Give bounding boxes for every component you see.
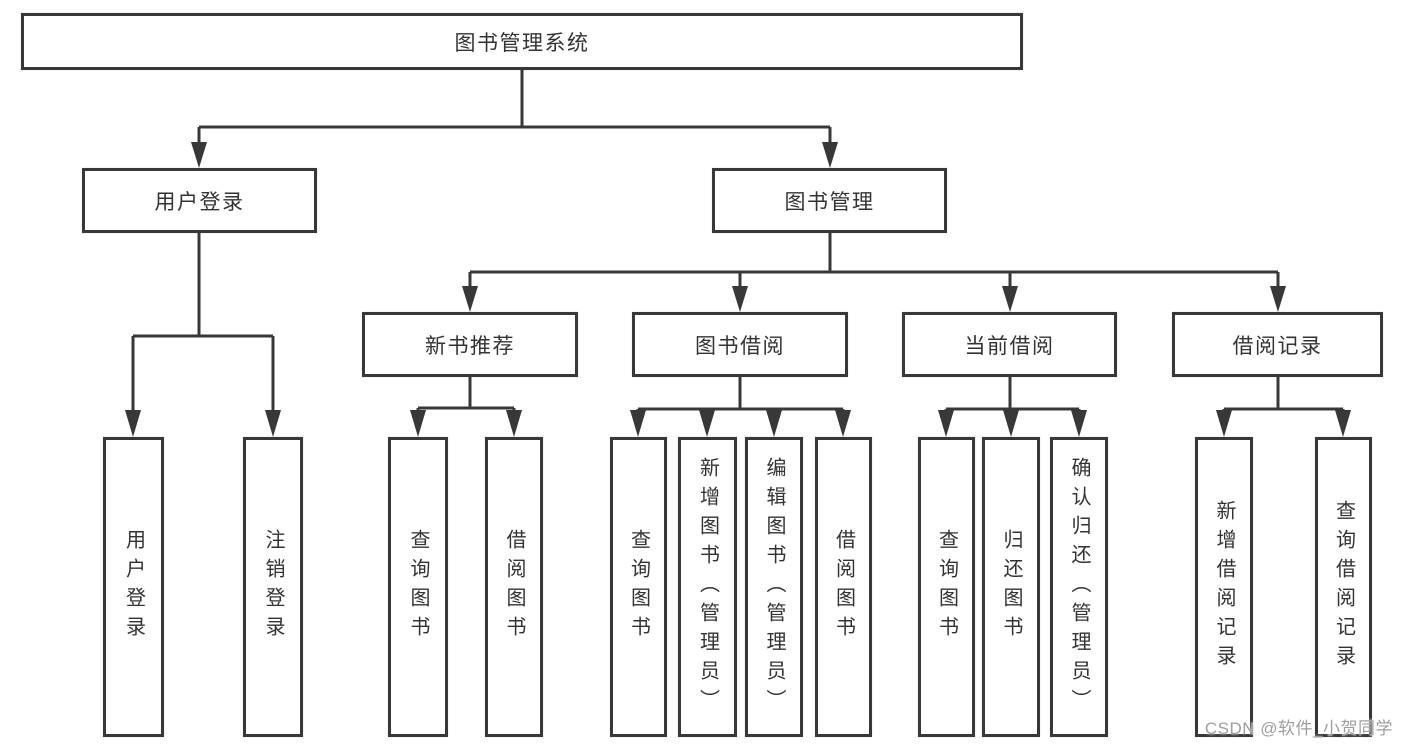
node-book-borrow: 图书借阅 xyxy=(632,312,848,377)
node-new-book-recommend: 新书推荐 xyxy=(362,312,578,377)
node-current-borrow: 当前借阅 xyxy=(902,312,1117,377)
leaf-records-query-record: 查询借阅记录 xyxy=(1315,437,1372,737)
leaf-recommend-query-books: 查询图书 xyxy=(388,437,448,737)
connector-newbook-to-leaves xyxy=(416,377,516,414)
arrow-heads xyxy=(125,142,1351,437)
leaf-current-confirm-return-admin: 确认归还（管理员） xyxy=(1050,437,1108,737)
leaf-user-login: 用户登录 xyxy=(103,437,164,737)
node-borrow-records: 借阅记录 xyxy=(1172,312,1383,377)
leaf-borrow-edit-books-admin: 编辑图书（管理员） xyxy=(745,437,803,737)
connector-borrowrecords-to-leaves xyxy=(1222,377,1345,414)
leaf-current-return-books: 归还图书 xyxy=(982,437,1040,737)
leaf-borrow-query-books: 查询图书 xyxy=(610,437,667,737)
leaf-current-query-books: 查询图书 xyxy=(918,437,975,737)
leaf-logout: 注销登录 xyxy=(243,437,303,737)
connector-root-to-level2 xyxy=(197,70,832,146)
connector-bookborrow-to-leaves xyxy=(636,377,845,414)
node-book-management-branch: 图书管理 xyxy=(712,168,947,233)
csdn-watermark: CSDN @软件_小贺同学 xyxy=(1204,719,1393,738)
leaf-records-add-record: 新增借阅记录 xyxy=(1195,437,1253,737)
leaf-recommend-borrow-books: 借阅图书 xyxy=(485,437,543,737)
node-library-management-system: 图书管理系统 xyxy=(21,13,1023,70)
connector-currentborrow-to-leaves xyxy=(944,377,1081,414)
connector-userlogin-to-leaves xyxy=(131,233,275,413)
leaf-borrow-borrow-books: 借阅图书 xyxy=(815,437,872,737)
node-user-login-branch: 用户登录 xyxy=(82,168,317,233)
leaf-borrow-add-books-admin: 新增图书（管理员） xyxy=(678,437,737,737)
connector-bookmgmt-to-level3 xyxy=(468,233,1280,289)
